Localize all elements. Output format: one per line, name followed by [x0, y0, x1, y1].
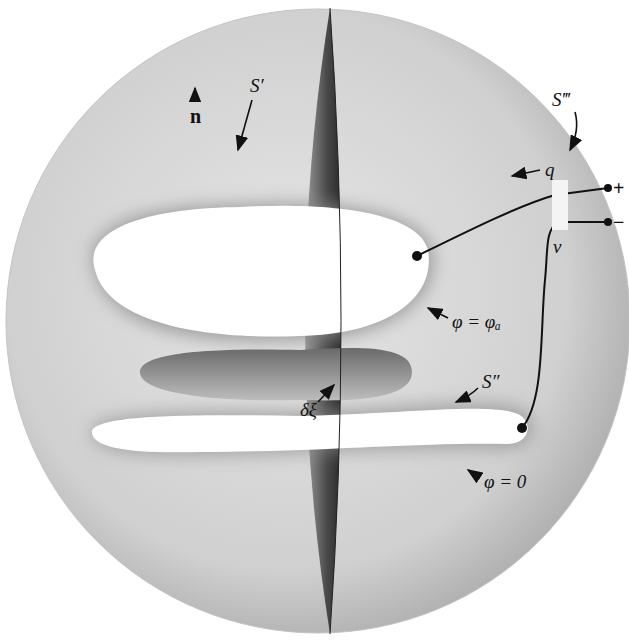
symbol-label: δξ [300, 400, 317, 419]
symbol-label: n [190, 106, 201, 126]
symbol-label: φ = φₐ [452, 312, 501, 331]
symbol-label: − [613, 212, 624, 232]
symbol-label: v [553, 237, 561, 256]
symbol-label: q [545, 160, 555, 179]
symbol-label: S′ [250, 76, 264, 95]
symbol-label: S″ [482, 372, 499, 391]
symbol-label: φ = 0 [484, 472, 526, 491]
symbol-label: + [613, 178, 624, 198]
symbol-label: S‴ [552, 90, 569, 109]
